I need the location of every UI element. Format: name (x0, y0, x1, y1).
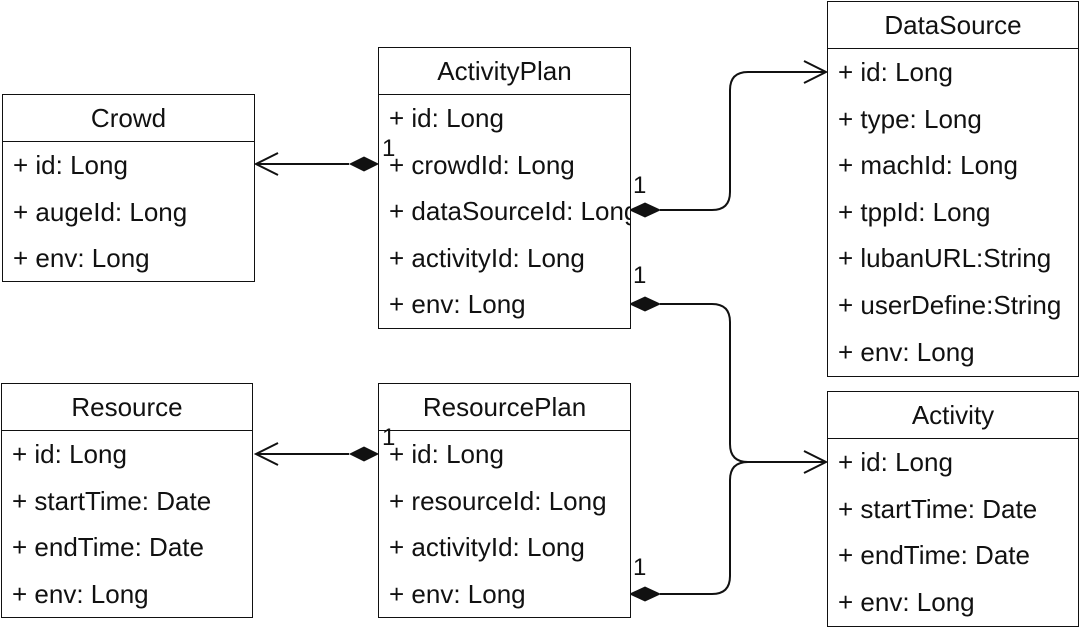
attribute: + dataSourceId: Long (389, 196, 630, 227)
class-activity-attributes: + id: Long + startTime: Date + endTime: … (828, 439, 1078, 625)
multiplicity-activityplan-crowd: 1 (382, 135, 396, 162)
attribute: + userDefine:String (838, 289, 1062, 320)
attribute: + resourceId: Long (389, 485, 607, 516)
class-crowd-title: Crowd (3, 95, 254, 142)
diamond-activityplan-datasource (628, 202, 662, 218)
attribute: + startTime: Date (838, 493, 1038, 524)
multiplicity-activityplan-activity: 1 (633, 262, 647, 289)
multiplicity-resourceplan-resource: 1 (382, 424, 396, 451)
attribute: + activityId: Long (389, 532, 585, 563)
attribute: + endTime: Date (12, 532, 204, 563)
class-crowd-attributes: + id: Long + augeId: Long + env: Long (3, 142, 254, 281)
connector-activityplan-datasource (660, 71, 826, 211)
class-resource-title: Resource (2, 384, 252, 431)
diamond-activityplan-crowd (348, 156, 380, 172)
diamond-activityplan-activity (628, 296, 662, 312)
class-resourceplan: ResourcePlan + id: Long + resourceId: Lo… (378, 383, 631, 618)
class-activity: Activity + id: Long + startTime: Date + … (827, 391, 1079, 627)
arrowhead-crowd (253, 152, 279, 176)
attribute: + env: Long (838, 586, 975, 617)
attribute: + type: Long (838, 103, 982, 134)
multiplicity-resourceplan-activity: 1 (633, 554, 647, 581)
attribute: + env: Long (389, 289, 526, 320)
class-resourceplan-title: ResourcePlan (379, 384, 630, 431)
class-resource: Resource + id: Long + startTime: Date + … (1, 383, 253, 618)
attribute: + id: Long (838, 57, 953, 87)
arrowhead-activity (803, 450, 829, 474)
attribute: + id: Long (389, 103, 504, 133)
diamond-resourceplan-resource (348, 446, 380, 462)
connector-resourceplan-activity (660, 461, 749, 595)
attribute: + env: Long (389, 578, 526, 609)
attribute: + tppId: Long (838, 196, 991, 227)
attribute: + id: Long (12, 439, 127, 469)
attribute: + env: Long (12, 578, 149, 609)
attribute: + id: Long (13, 150, 128, 180)
class-activityplan-title: ActivityPlan (379, 48, 630, 95)
attribute: + endTime: Date (838, 540, 1030, 571)
attribute: + augeId: Long (13, 196, 188, 227)
class-activity-title: Activity (828, 392, 1078, 439)
attribute: + id: Long (838, 447, 953, 477)
class-resource-attributes: + id: Long + startTime: Date + endTime: … (2, 431, 252, 617)
arrowhead-resource (253, 442, 279, 466)
attribute: + activityId: Long (389, 242, 585, 273)
attribute: + lubanURL:String (838, 243, 1052, 274)
attribute: + startTime: Date (12, 485, 212, 516)
attribute: + id: Long (389, 439, 504, 469)
class-activityplan-attributes: + id: Long + crowdId: Long + dataSourceI… (379, 95, 630, 328)
multiplicity-activityplan-datasource: 1 (633, 172, 647, 199)
class-datasource-attributes: + id: Long + type: Long + machId: Long +… (828, 49, 1078, 375)
class-resourceplan-attributes: + id: Long + resourceId: Long + activity… (379, 431, 630, 617)
attribute: + crowdId: Long (389, 149, 575, 180)
diamond-resourceplan-activity (628, 586, 662, 602)
class-crowd: Crowd + id: Long + augeId: Long + env: L… (2, 94, 255, 282)
class-activityplan: ActivityPlan + id: Long + crowdId: Long … (378, 47, 631, 329)
attribute: + machId: Long (838, 150, 1018, 181)
class-datasource-title: DataSource (828, 2, 1078, 49)
arrowhead-datasource (803, 60, 829, 84)
connector-activityplan-activity (660, 303, 826, 463)
attribute: + env: Long (838, 336, 975, 367)
class-datasource: DataSource + id: Long + type: Long + mac… (827, 1, 1079, 377)
attribute: + env: Long (13, 243, 150, 274)
